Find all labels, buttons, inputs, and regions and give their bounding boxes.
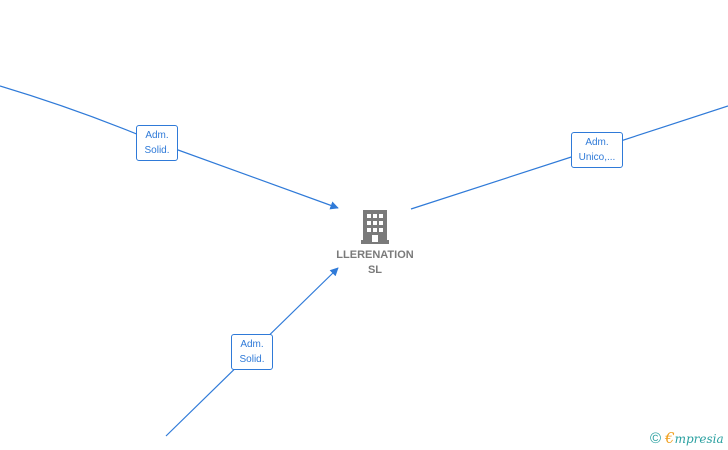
- edge-line-top-right: [410, 105, 728, 210]
- brand-logo-text: mpresia: [674, 432, 724, 446]
- edge-label-line2: Solid.: [144, 145, 170, 156]
- copyright-icon: ©: [650, 429, 662, 447]
- brand-logo[interactable]: €mpresia: [665, 429, 724, 447]
- edge-label-line2: Unico,...: [578, 152, 616, 163]
- company-name: LLERENATION SL: [330, 248, 420, 278]
- building-icon: [361, 210, 389, 244]
- company-name-line1: LLERENATION: [336, 249, 414, 261]
- edge-label-top-right[interactable]: Adm. Unico,...: [571, 132, 623, 168]
- edge-label-line1: Adm.: [585, 137, 609, 148]
- edge-line-top-left: [0, 85, 157, 143]
- brand-logo-initial: €: [665, 429, 675, 447]
- company-node[interactable]: LLERENATION SL: [330, 208, 420, 278]
- edge-line-top-left-arrow: [155, 141, 339, 210]
- brand-footer: © €mpresia: [650, 429, 724, 447]
- edge-label-line1: Adm.: [240, 339, 264, 350]
- edge-label-top-left[interactable]: Adm. Solid.: [136, 125, 178, 161]
- edge-label-bottom-left[interactable]: Adm. Solid.: [231, 334, 273, 370]
- edge-label-line2: Solid.: [239, 354, 265, 365]
- company-name-line2: SL: [367, 264, 383, 276]
- edge-label-line1: Adm.: [145, 130, 169, 141]
